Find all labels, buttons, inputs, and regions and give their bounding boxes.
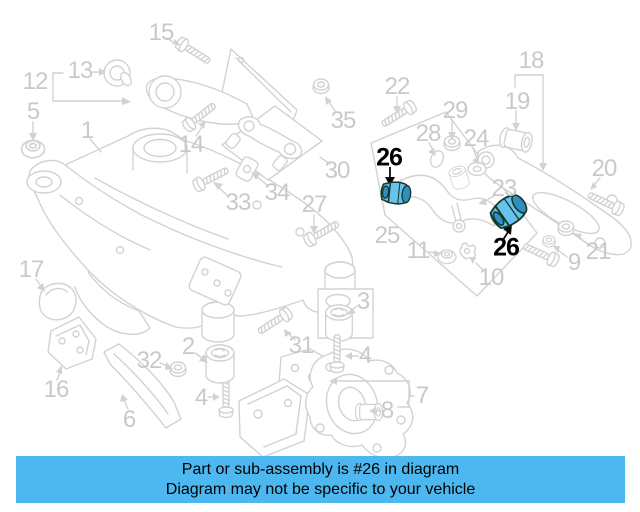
part-label-31[interactable]: 31	[288, 332, 315, 359]
part-label-20[interactable]: 20	[591, 155, 618, 182]
part-label-19[interactable]: 19	[504, 88, 531, 115]
part-label-29[interactable]: 29	[442, 97, 469, 124]
part-label-4[interactable]: 4	[194, 384, 208, 411]
banner-line2: Diagram may not be specific to your vehi…	[165, 480, 476, 498]
part-label-9[interactable]: 9	[567, 249, 581, 276]
part-label-25[interactable]: 25	[374, 222, 401, 249]
part-label-22[interactable]: 22	[384, 73, 411, 100]
part-label-12[interactable]: 12	[22, 68, 49, 95]
part-label-11[interactable]: 11	[406, 237, 431, 264]
part-label-17[interactable]: 17	[18, 256, 45, 283]
part-label-18[interactable]: 18	[518, 47, 545, 74]
part-label-27[interactable]: 27	[301, 191, 328, 218]
part-label-33[interactable]: 33	[225, 189, 252, 216]
fasteners-art	[20, 34, 627, 422]
part-label-10[interactable]: 10	[478, 264, 505, 291]
part-label-28[interactable]: 28	[415, 120, 442, 147]
part-label-26[interactable]: 26	[376, 143, 403, 172]
part-label-4[interactable]: 4	[358, 342, 372, 369]
part-label-26[interactable]: 26	[493, 233, 520, 262]
part-label-2[interactable]: 2	[181, 333, 195, 360]
part-label-3[interactable]: 3	[356, 288, 370, 315]
part-label-6[interactable]: 6	[122, 406, 136, 433]
vehicle-note-banner: Part or sub-assembly is #26 in diagram D…	[16, 456, 625, 503]
part-label-7[interactable]: 7	[415, 382, 429, 409]
link-box-art	[221, 105, 331, 182]
part-label-1[interactable]: 1	[80, 117, 94, 144]
part-label-14[interactable]: 14	[178, 131, 205, 158]
part-label-30[interactable]: 30	[324, 157, 351, 184]
part-label-24[interactable]: 24	[463, 125, 490, 152]
banner-line1: Part or sub-assembly is #26 in diagram	[181, 461, 460, 478]
part-label-15[interactable]: 15	[148, 19, 175, 46]
left-brackets-art	[38, 282, 182, 429]
part-label-23[interactable]: 23	[491, 175, 518, 202]
highlight-arrows	[385, 167, 512, 241]
part-label-13[interactable]: 13	[67, 57, 94, 84]
part-label-21[interactable]: 21	[585, 238, 612, 265]
part-label-16[interactable]: 16	[43, 376, 70, 403]
part-label-8[interactable]: 8	[380, 397, 394, 424]
part-label-5[interactable]: 5	[26, 98, 40, 125]
callout-arrows	[29, 37, 601, 415]
part-label-32[interactable]: 32	[136, 347, 163, 374]
part-label-34[interactable]: 34	[264, 179, 291, 206]
bushing-box-art	[317, 288, 374, 342]
part-label-35[interactable]: 35	[330, 107, 357, 134]
